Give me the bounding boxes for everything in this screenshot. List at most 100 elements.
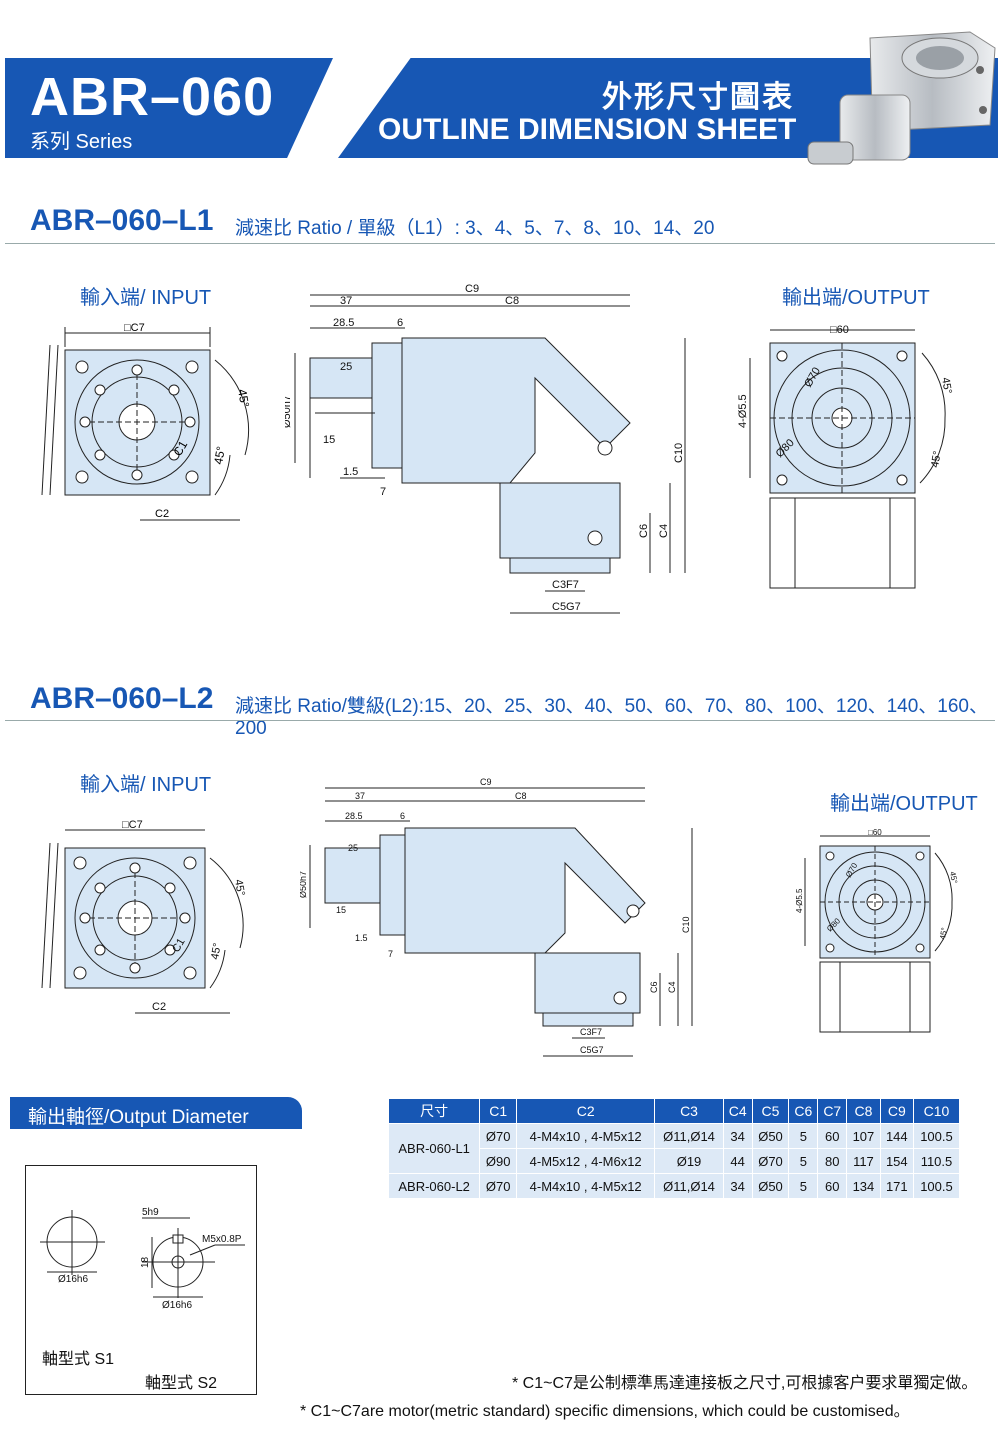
table-header-cell: C3 — [654, 1098, 724, 1124]
table-cell: 60 — [817, 1173, 848, 1199]
table-header-cell: C5 — [751, 1098, 790, 1124]
dim2-c5: C5G7 — [580, 1045, 604, 1055]
table-cell: 4-M5x12 , 4-M6x12 — [516, 1148, 656, 1174]
dim-c8: C8 — [505, 295, 519, 307]
section2-ratio: 減速比 Ratio/雙級(L2):15、20、25、30、40、50、60、70… — [235, 696, 988, 739]
section2-output-label: 輸出端/OUTPUT — [830, 793, 978, 815]
dim-45b: 45° — [211, 445, 228, 466]
table-cell: 117 — [846, 1148, 881, 1174]
dim2-c10: C10 — [681, 916, 691, 933]
table-cell: 100.5 — [912, 1173, 961, 1199]
table-cell: 154 — [879, 1148, 914, 1174]
table-header-cell: C1 — [479, 1098, 518, 1124]
dim-45a: 45° — [235, 388, 252, 408]
table-model-cell: ABR-060-L2 — [387, 1173, 481, 1199]
table-cell: 134 — [846, 1173, 881, 1199]
table-cell: 34 — [722, 1173, 753, 1199]
dim2-25: 25 — [348, 843, 358, 853]
table-cell: Ø11,Ø14 — [654, 1123, 724, 1149]
section1-divider — [5, 243, 995, 244]
title-en: OUTLINE DIMENSION SHEET — [378, 113, 797, 146]
shaft-s2-d16: Ø16h6 — [162, 1300, 192, 1311]
dim-c9: C9 — [465, 283, 479, 295]
section2-divider — [5, 720, 995, 721]
output-diameter-tag: 輸出軸徑/Output Diameter — [10, 1097, 302, 1129]
table-header-cell: C4 — [722, 1098, 753, 1124]
section2-model: ABR–060–L2 — [30, 682, 214, 715]
dim2-c9: C9 — [480, 777, 492, 787]
table-model-cell: ABR-060-L1 — [387, 1123, 481, 1174]
table-header-cell: C2 — [516, 1098, 656, 1124]
section1-ratio: 減速比 Ratio / 單級（L1）: 3、4、5、7、8、10、14、20 — [235, 218, 715, 239]
dim2-4-d5-5: 4-Ø5.5 — [795, 888, 804, 913]
table-cell: Ø50 — [751, 1123, 790, 1149]
table-cell: 5 — [788, 1148, 819, 1174]
table-cell: 107 — [846, 1123, 881, 1149]
dim2-37: 37 — [355, 791, 365, 801]
table-cell: 4-M4x10 , 4-M5x12 — [516, 1173, 656, 1199]
gearbox-product-image — [807, 31, 996, 165]
dim2-28-5: 28.5 — [345, 811, 363, 821]
table-header-cell: C7 — [817, 1098, 848, 1124]
table-cell: 60 — [817, 1123, 848, 1149]
dim-4-d5-5: 4-Ø5.5 — [737, 394, 749, 428]
dim2-45b: 45° — [209, 942, 224, 960]
dim-c10: C10 — [673, 443, 685, 463]
section2-input-label: 輸入端/ INPUT — [80, 774, 212, 796]
shaft-type-s1: 軸型式 S1 — [42, 1351, 115, 1368]
table-cell: Ø70 — [751, 1148, 790, 1174]
shaft-key: 5h9 — [142, 1207, 159, 1218]
section2-side-drawing: C9 C8 37 28.5 6 25 15 1.5 7 Ø50h7 C10 C6… — [300, 777, 693, 1057]
dim-45c: 45° — [939, 376, 954, 394]
title-cn: 外形尺寸圖表 — [602, 81, 794, 114]
shaft-drawing: Ø16h6 5h9 18 M5x0.8P Ø16h6 — [40, 1207, 245, 1311]
dim-6: 6 — [397, 317, 403, 329]
dim2-c6: C6 — [649, 981, 659, 993]
table-cell: 171 — [879, 1173, 914, 1199]
dim-c7: □C7 — [124, 322, 145, 334]
dim2-d50: Ø50h7 — [300, 871, 308, 898]
dim-c1: C1 — [170, 438, 190, 459]
section1-output-drawing: □60 4-Ø5.5 Ø70 Ø80 45° 45° — [737, 324, 954, 589]
dim2-c8: C8 — [515, 791, 527, 801]
dim-d50: Ø50h7 — [285, 395, 293, 428]
section2-output-drawing: □60 4-Ø5.5 Ø70 Ø80 45° 45° — [795, 828, 959, 1033]
table-cell: 110.5 — [912, 1148, 961, 1174]
section1-output-label: 輸出端/OUTPUT — [782, 287, 930, 309]
dim-c6: C6 — [638, 524, 650, 538]
table-cell: Ø70 — [479, 1123, 518, 1149]
shaft-18: 18 — [140, 1256, 151, 1268]
table-header-cell: C6 — [788, 1098, 819, 1124]
header-banner-left — [5, 58, 333, 158]
dim-15: 15 — [323, 434, 335, 446]
table-cell: 4-M4x10 , 4-M5x12 — [516, 1123, 656, 1149]
table-cell: 34 — [722, 1123, 753, 1149]
dim2-15: 15 — [336, 905, 346, 915]
note-en: * C1~C7are motor(metric standard) specif… — [300, 1403, 910, 1420]
dim-7: 7 — [380, 486, 386, 498]
dim2-7: 7 — [388, 949, 393, 959]
section1-model: ABR–060–L1 — [30, 204, 214, 237]
model-title: ABR–060 — [30, 67, 275, 127]
dim-c3: C3F7 — [552, 579, 579, 591]
note-cn: * C1~C7是公制標準馬達連接板之尺寸,可根據客户要求單獨定做。 — [512, 1375, 978, 1392]
dim2-1-5: 1.5 — [355, 933, 368, 943]
table-header-cell: C8 — [846, 1098, 881, 1124]
dim-1-5: 1.5 — [343, 466, 358, 478]
shaft-box — [25, 1165, 257, 1395]
dim2-sq60: □60 — [868, 828, 882, 837]
table-cell: Ø90 — [479, 1148, 518, 1174]
dim2-45a: 45° — [232, 878, 247, 896]
dim2-45c: 45° — [948, 871, 959, 884]
dim-c5: C5G7 — [552, 601, 581, 613]
dim2-c2: C2 — [152, 1001, 166, 1013]
series-label: 系列 Series — [30, 131, 133, 153]
dim-25: 25 — [340, 361, 352, 373]
table-cell: 44 — [722, 1148, 753, 1174]
dim-c4: C4 — [658, 524, 670, 538]
dim-c2: C2 — [155, 508, 169, 520]
